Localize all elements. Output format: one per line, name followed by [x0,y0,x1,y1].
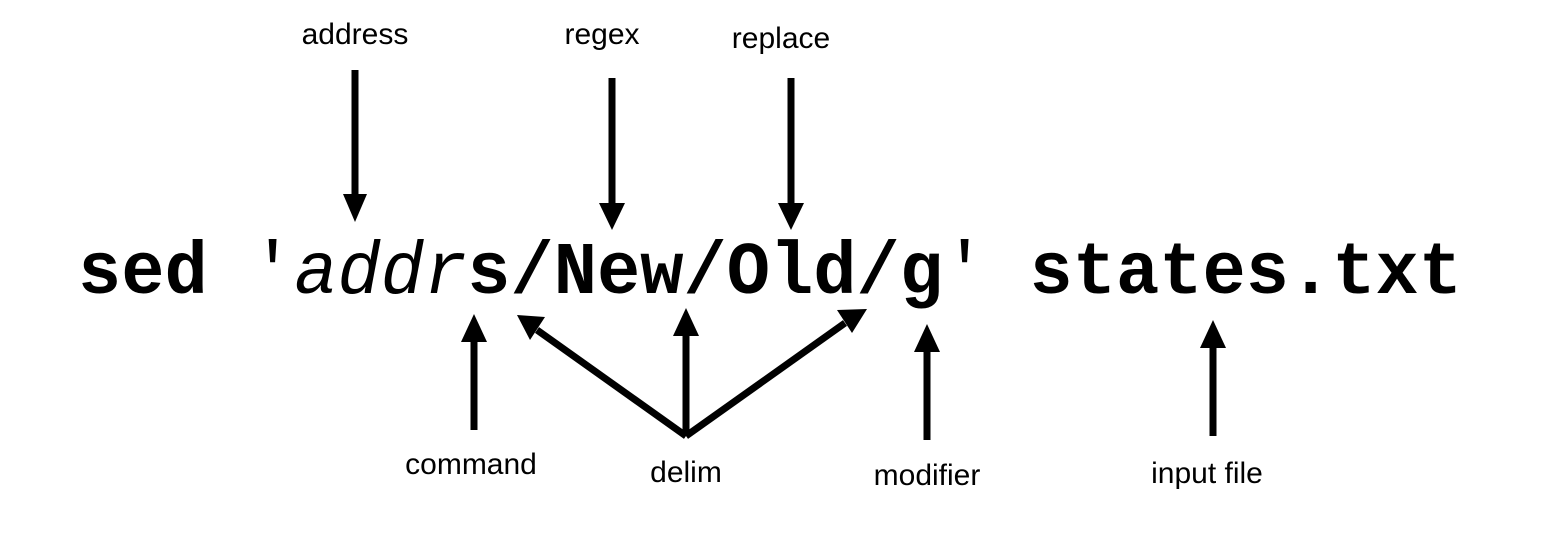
arrow-replace [778,78,804,230]
label-address: address [302,18,409,51]
label-input-file: input file [1151,457,1263,490]
cmd-input-file: states.txt [1030,232,1462,316]
cmd-command: s [467,232,510,316]
cmd-quote-open: ' [251,232,294,316]
cmd-delim-1: / [511,232,554,316]
cmd-space [208,232,251,316]
cmd-replacement: Old [727,232,857,316]
cmd-delim-2: / [684,232,727,316]
label-command: command [405,448,537,481]
cmd-program: sed [78,232,208,316]
label-regex: regex [564,18,639,51]
cmd-address: addr [294,232,467,316]
arrow-modifier [914,324,940,440]
label-modifier: modifier [874,459,981,492]
arrow-input-file [1200,320,1226,436]
arrow-delim-center [673,308,699,436]
sed-command-line: sed 'addrs/New/Old/g' states.txt [78,232,1462,316]
cmd-regex: New [554,232,684,316]
cmd-delim-3: / [857,232,900,316]
cmd-modifier: g [900,232,943,316]
cmd-space [986,232,1029,316]
label-replace: replace [732,22,830,55]
arrow-address [343,70,367,222]
arrow-command [461,314,487,430]
arrow-delim-right [683,309,867,439]
cmd-quote-close: ' [943,232,986,316]
label-delim: delim [650,456,722,489]
arrow-delim-left [517,315,689,439]
arrow-regex [599,78,625,230]
